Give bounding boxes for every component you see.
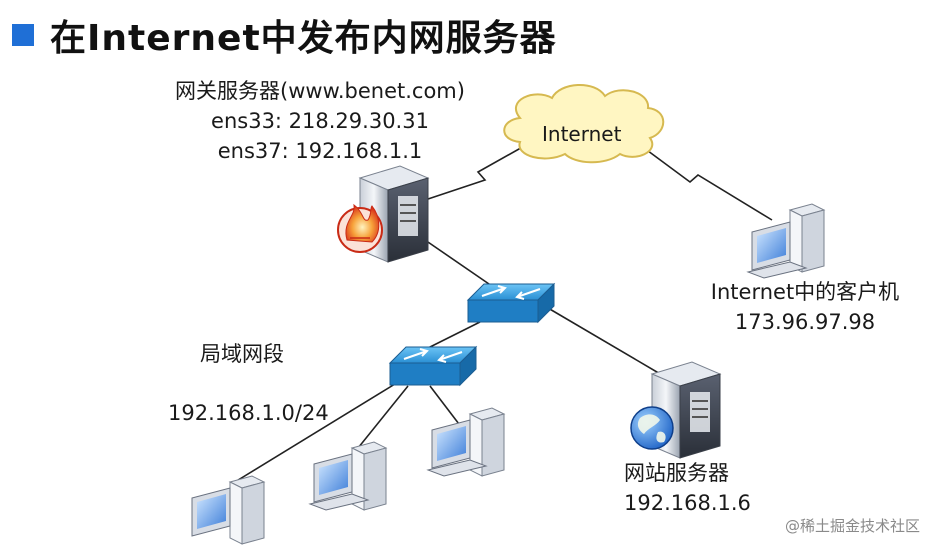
cloud-icon bbox=[503, 83, 665, 164]
web-server-ip: 192.168.1.6 bbox=[624, 491, 751, 515]
globe-icon bbox=[630, 406, 674, 450]
link-switch2-pc1 bbox=[229, 383, 396, 486]
client-label: Internet中的客户机 173.96.97.98 bbox=[690, 279, 920, 335]
pc-icon-internet-client bbox=[746, 203, 826, 279]
switch-icon-core bbox=[466, 282, 556, 324]
connection-lines bbox=[229, 139, 773, 486]
gateway-ens33: ens33: 218.29.30.31 bbox=[211, 109, 429, 133]
watermark: @稀土掘金技术社区 bbox=[784, 517, 920, 535]
title-bar: 在Internet中发布内网服务器 bbox=[12, 10, 557, 60]
gateway-ens37: ens37: 192.168.1.1 bbox=[217, 139, 423, 163]
link-switch1-webserver bbox=[547, 307, 663, 376]
lan-subnet: 192.168.1.0/24 bbox=[168, 401, 329, 425]
internet-label: Internet bbox=[542, 122, 622, 146]
client-name: Internet中的客户机 bbox=[710, 280, 900, 304]
firewall-icon bbox=[337, 203, 383, 253]
gateway-label: 网关服务器(www.benet.com) ens33: 218.29.30.31… bbox=[150, 78, 490, 164]
switch-icon-lan bbox=[388, 345, 478, 387]
client-ip: 173.96.97.98 bbox=[734, 310, 876, 334]
pc-icon-lan-1 bbox=[191, 475, 266, 545]
link-internet-client bbox=[639, 144, 773, 221]
pc-icon-lan-2 bbox=[308, 441, 388, 511]
web-server-label: 网站服务器 192.168.1.6 bbox=[624, 460, 751, 516]
title-bullet bbox=[12, 24, 34, 46]
web-server-name: 网站服务器 bbox=[624, 461, 729, 485]
pc-icon-lan-3 bbox=[426, 407, 506, 477]
lan-name: 局域网段 bbox=[200, 342, 284, 366]
gateway-name: 网关服务器(www.benet.com) bbox=[175, 79, 465, 103]
link-switch2-pc3 bbox=[429, 385, 463, 429]
page-title: 在Internet中发布内网服务器 bbox=[50, 18, 557, 59]
link-gateway-internet bbox=[424, 139, 536, 201]
